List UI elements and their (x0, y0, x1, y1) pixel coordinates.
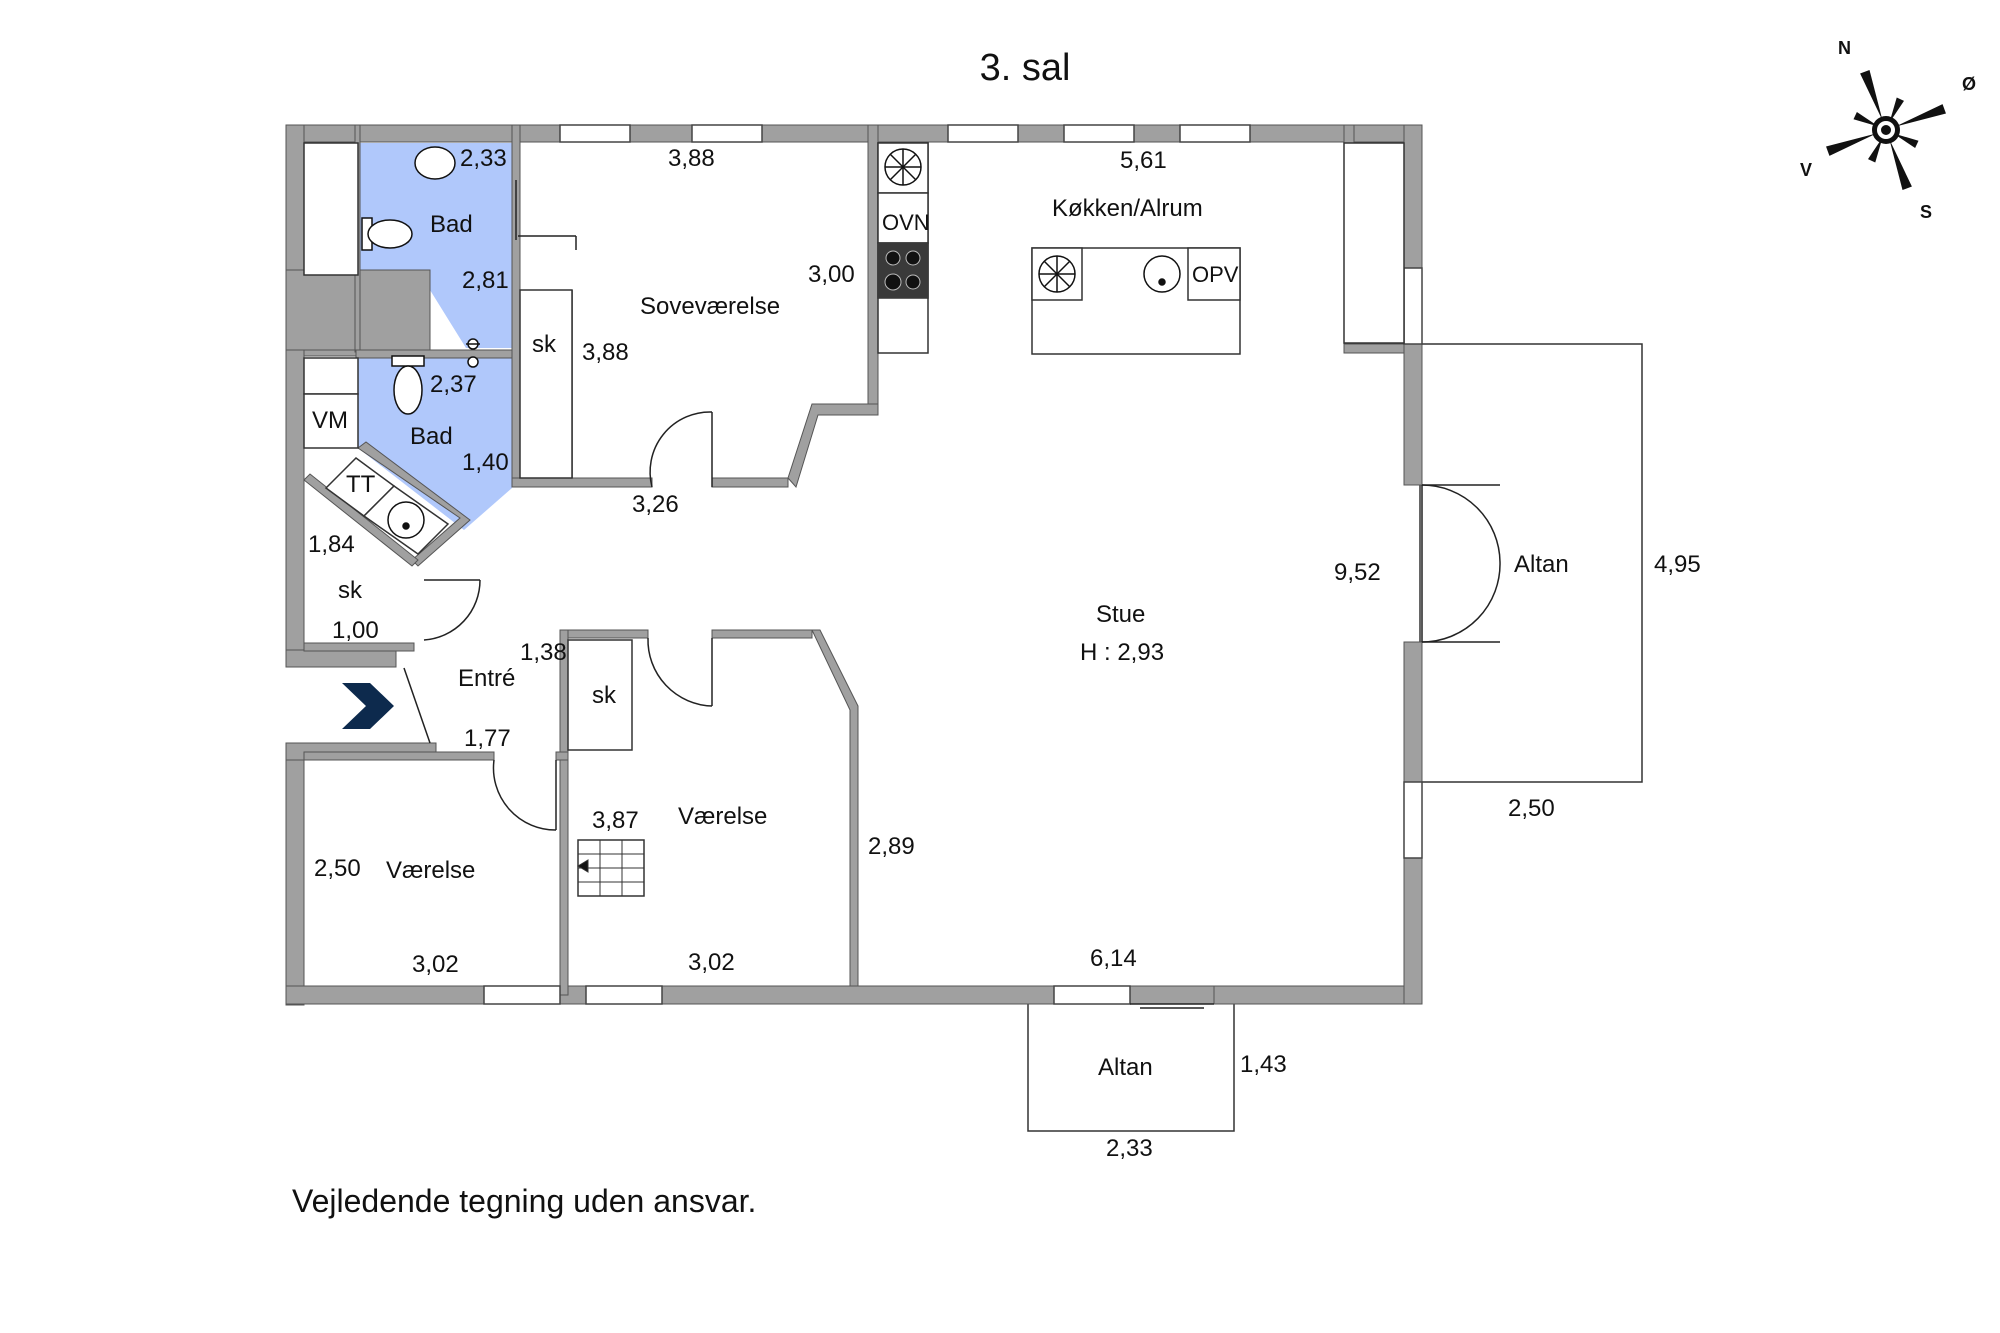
room-bad-lower: Bad (410, 423, 453, 450)
dim-bedroom-d: 3,00 (808, 261, 855, 288)
faucet-icon (466, 338, 480, 368)
dim-room-mid-h: 3,87 (592, 807, 639, 834)
balcony-east (1419, 343, 1643, 783)
room-bedroom: Soveværelse (640, 293, 780, 320)
burner-icon (884, 250, 921, 291)
dim-balcony-east-h: 4,95 (1654, 551, 1701, 578)
closet-label-entry: sk (338, 577, 363, 604)
cooktop (878, 243, 928, 298)
dim-bad1-w: 2,33 (460, 145, 507, 172)
closet-label-bedroom: sk (532, 331, 557, 358)
toilet-icon (361, 217, 425, 415)
room-balcony-south: Altan (1098, 1054, 1153, 1081)
dim-room-mid-side: 2,89 (868, 833, 915, 860)
floor-title: 3. sal (980, 47, 1071, 89)
dim-closet-w: 1,00 (332, 617, 379, 644)
compass-n: N (1838, 38, 1851, 58)
closet-label-room: sk (592, 682, 617, 709)
bathroom-upper-fill-2 (430, 276, 512, 348)
compass-s: S (1920, 202, 1932, 222)
fan-icon (884, 148, 1076, 293)
room-vaerelse-left: Værelse (386, 857, 475, 884)
dim-bad1-h: 2,81 (462, 267, 509, 294)
compass-w: V (1800, 160, 1812, 180)
dim-closet-h: 1,84 (308, 531, 355, 558)
room-kitchen: Køkken/Alrum (1052, 195, 1203, 222)
dim-bedroom-w: 3,88 (668, 145, 715, 172)
dim-living-d: 9,52 (1334, 559, 1381, 586)
compass-e: Ø (1962, 74, 1976, 94)
room-living: Stue (1096, 601, 1145, 628)
dim-room-left-h: 2,50 (314, 855, 361, 882)
entry-arrow-icon (342, 683, 394, 729)
oven-label: OVN (882, 210, 930, 235)
dim-bedroom-h: 3,88 (582, 339, 629, 366)
dim-room-mid-w: 3,02 (688, 949, 735, 976)
dryer-label: TT (346, 471, 376, 498)
washer-label: VM (312, 407, 348, 434)
dim-bad2-w: 2,37 (430, 371, 477, 398)
dim-room-left-w: 3,02 (412, 951, 459, 978)
room-living-height: H : 2,93 (1080, 639, 1164, 666)
compass-icon (1826, 70, 1946, 190)
dishwasher-label: OPV (1192, 262, 1239, 287)
stairs (577, 840, 644, 896)
dim-bad2-h: 1,40 (462, 449, 509, 476)
windows (483, 124, 1423, 1005)
dim-balcony-south-w: 2,33 (1106, 1135, 1153, 1162)
dim-bedroom-bottom: 3,26 (632, 491, 679, 518)
dim-entry-w: 1,77 (464, 725, 511, 752)
dim-entry-h: 1,38 (520, 639, 567, 666)
sink-icon (387, 146, 1181, 539)
disclaimer: Vejledende tegning uden ansvar. (292, 1183, 756, 1219)
dim-balcony-south-h: 1,43 (1240, 1051, 1287, 1078)
dim-balcony-east-w: 2,50 (1508, 795, 1555, 822)
room-vaerelse-mid: Værelse (678, 803, 767, 830)
dim-kitchen-w: 5,61 (1120, 147, 1167, 174)
room-entry: Entré (458, 665, 515, 692)
room-bad-upper: Bad (430, 211, 473, 238)
dim-living-w: 6,14 (1090, 945, 1137, 972)
room-balcony-east: Altan (1514, 551, 1569, 578)
